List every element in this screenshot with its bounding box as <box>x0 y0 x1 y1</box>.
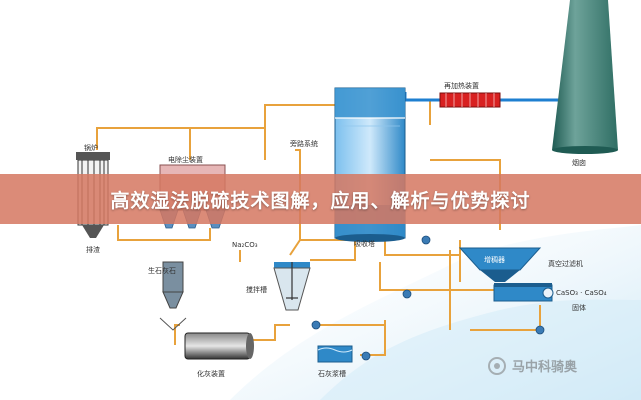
precipitator-label: 电除尘装置 <box>168 155 203 164</box>
slag-label: 排渣 <box>86 245 100 254</box>
mixer-icon <box>273 262 311 311</box>
watermark-text: 马中科骑奥 <box>512 360 578 375</box>
slurry-tank-icon <box>317 345 353 363</box>
thickener-label: 增稠器 <box>484 255 505 264</box>
title-banner: 高效湿法脱硫技术图解，应用、解析与优势探讨 <box>0 174 641 224</box>
thickener-icon <box>458 247 542 282</box>
reheater-label: 再加热装置 <box>444 81 479 90</box>
background-splash-2 <box>320 299 641 400</box>
pump-icon <box>311 235 545 361</box>
solids-label: 固体 <box>572 303 586 312</box>
boiler-label: 锅炉 <box>84 143 98 152</box>
products-label: CaSO₃ · CaSO₄ <box>556 289 607 297</box>
absorber-label: 吸收塔 <box>354 239 375 248</box>
watermark: 马中科骑奥 <box>488 356 577 375</box>
limestone-label: 生石灰石 <box>148 266 176 275</box>
bypass-label: 旁路系统 <box>290 139 318 148</box>
watermark-logo-icon <box>488 356 506 375</box>
na2co3-label: Na₂CO₃ <box>232 241 258 249</box>
vacuum-filter-label: 真空过滤机 <box>548 259 583 268</box>
filter-icon <box>493 283 554 302</box>
slaking-label: 化灰装置 <box>197 369 225 378</box>
page-title: 高效湿法脱硫技术图解，应用、解析与优势探讨 <box>110 189 531 212</box>
slurry-tank-label: 石灰浆槽 <box>318 369 346 378</box>
kiln-icon <box>184 332 254 360</box>
hopper-icon <box>159 261 187 331</box>
chimney-label: 烟囱 <box>572 158 586 167</box>
reheater-icon <box>439 92 501 108</box>
mixing-tank-label: 搅拌槽 <box>246 285 267 294</box>
chimney-icon <box>552 0 618 154</box>
